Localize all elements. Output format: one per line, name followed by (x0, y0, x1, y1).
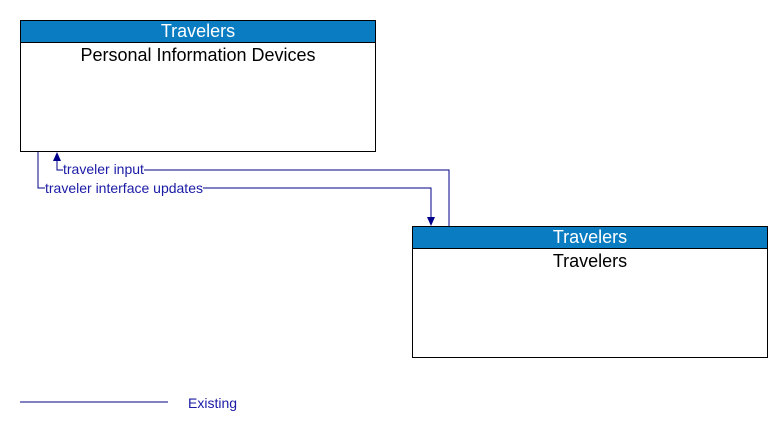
element-travelers[interactable]: Travelers Travelers (412, 226, 768, 358)
element-header: Travelers (413, 227, 767, 249)
flow-line-traveler-input[interactable] (56, 160, 450, 226)
flow-label-traveler-interface-updates[interactable]: traveler interface updates (45, 180, 203, 196)
legend-label-existing: Existing (188, 395, 238, 411)
element-title: Personal Information Devices (80, 45, 316, 65)
arrowhead-traveler-input (53, 152, 61, 161)
arrowhead-traveler-interface-updates (427, 217, 435, 226)
flow-line-traveler-interface-updates[interactable] (37, 152, 432, 218)
element-title: Travelers (552, 251, 628, 271)
element-personal-information-devices[interactable]: Travelers Personal Information Devices (20, 20, 376, 152)
element-header: Travelers (21, 21, 375, 43)
flow-label-traveler-input[interactable]: traveler input (63, 161, 144, 177)
